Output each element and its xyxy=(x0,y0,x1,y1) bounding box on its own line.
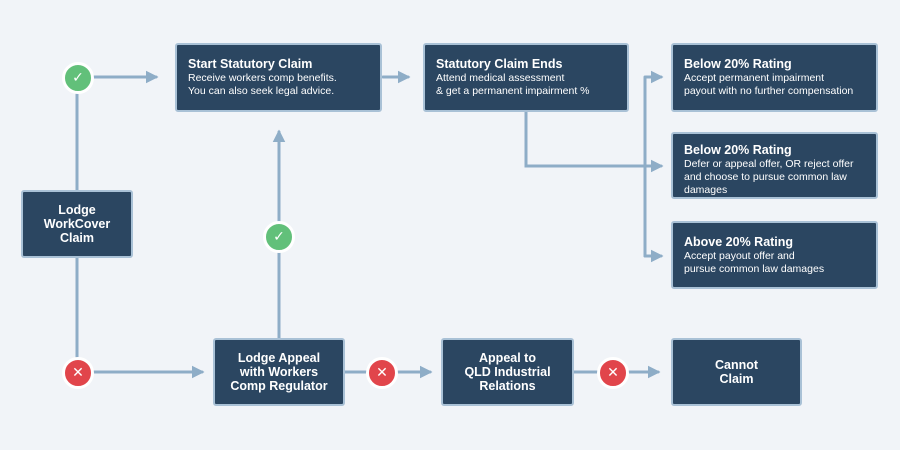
connector-lodge-to-start xyxy=(75,70,159,192)
node-title: Above 20% Rating xyxy=(684,235,794,249)
check-icon: ✓ xyxy=(62,62,94,94)
cross-icon: ✕ xyxy=(366,357,398,389)
node-description: Attend medical assessment & get a perman… xyxy=(436,72,590,97)
node-title: Lodge WorkCover Claim xyxy=(43,203,111,245)
node-title: Appeal to QLD Industrial Relations xyxy=(464,351,551,393)
node-cannot-claim: Cannot Claim xyxy=(671,338,802,406)
check-icon: ✓ xyxy=(263,221,295,253)
node-appeal-qld-industrial-relations: Appeal to QLD Industrial Relations xyxy=(441,338,574,406)
node-lodge-workcover-claim: Lodge WorkCover Claim xyxy=(21,190,133,258)
node-title: Lodge Appeal with Workers Comp Regulator xyxy=(230,351,328,393)
node-below-20-rating-accept: Below 20% Rating Accept permanent impair… xyxy=(671,43,878,112)
node-above-20-rating: Above 20% Rating Accept payout offer and… xyxy=(671,221,878,289)
node-description: Accept payout offer and pursue common la… xyxy=(684,250,825,275)
connector-ends-to-below20b xyxy=(524,110,664,173)
node-title: Below 20% Rating xyxy=(684,143,792,157)
connector-lodge-to-appeal xyxy=(75,256,205,379)
node-below-20-rating-defer: Below 20% Rating Defer or appeal offer, … xyxy=(671,132,878,199)
node-title: Below 20% Rating xyxy=(684,57,792,71)
node-start-statutory-claim: Start Statutory Claim Receive workers co… xyxy=(175,43,382,112)
cross-icon: ✕ xyxy=(62,357,94,389)
node-title: Start Statutory Claim xyxy=(188,57,313,71)
node-description: Defer or appeal offer, OR reject offer a… xyxy=(684,158,854,196)
node-description: Accept permanent impairment payout with … xyxy=(684,72,854,97)
node-statutory-claim-ends: Statutory Claim Ends Attend medical asse… xyxy=(423,43,629,112)
node-description: Receive workers comp benefits. You can a… xyxy=(188,72,337,97)
node-lodge-appeal-workers-comp: Lodge Appeal with Workers Comp Regulator xyxy=(213,338,345,406)
cross-icon: ✕ xyxy=(597,357,629,389)
node-title: Statutory Claim Ends xyxy=(436,57,563,71)
node-title: Cannot Claim xyxy=(714,358,759,386)
